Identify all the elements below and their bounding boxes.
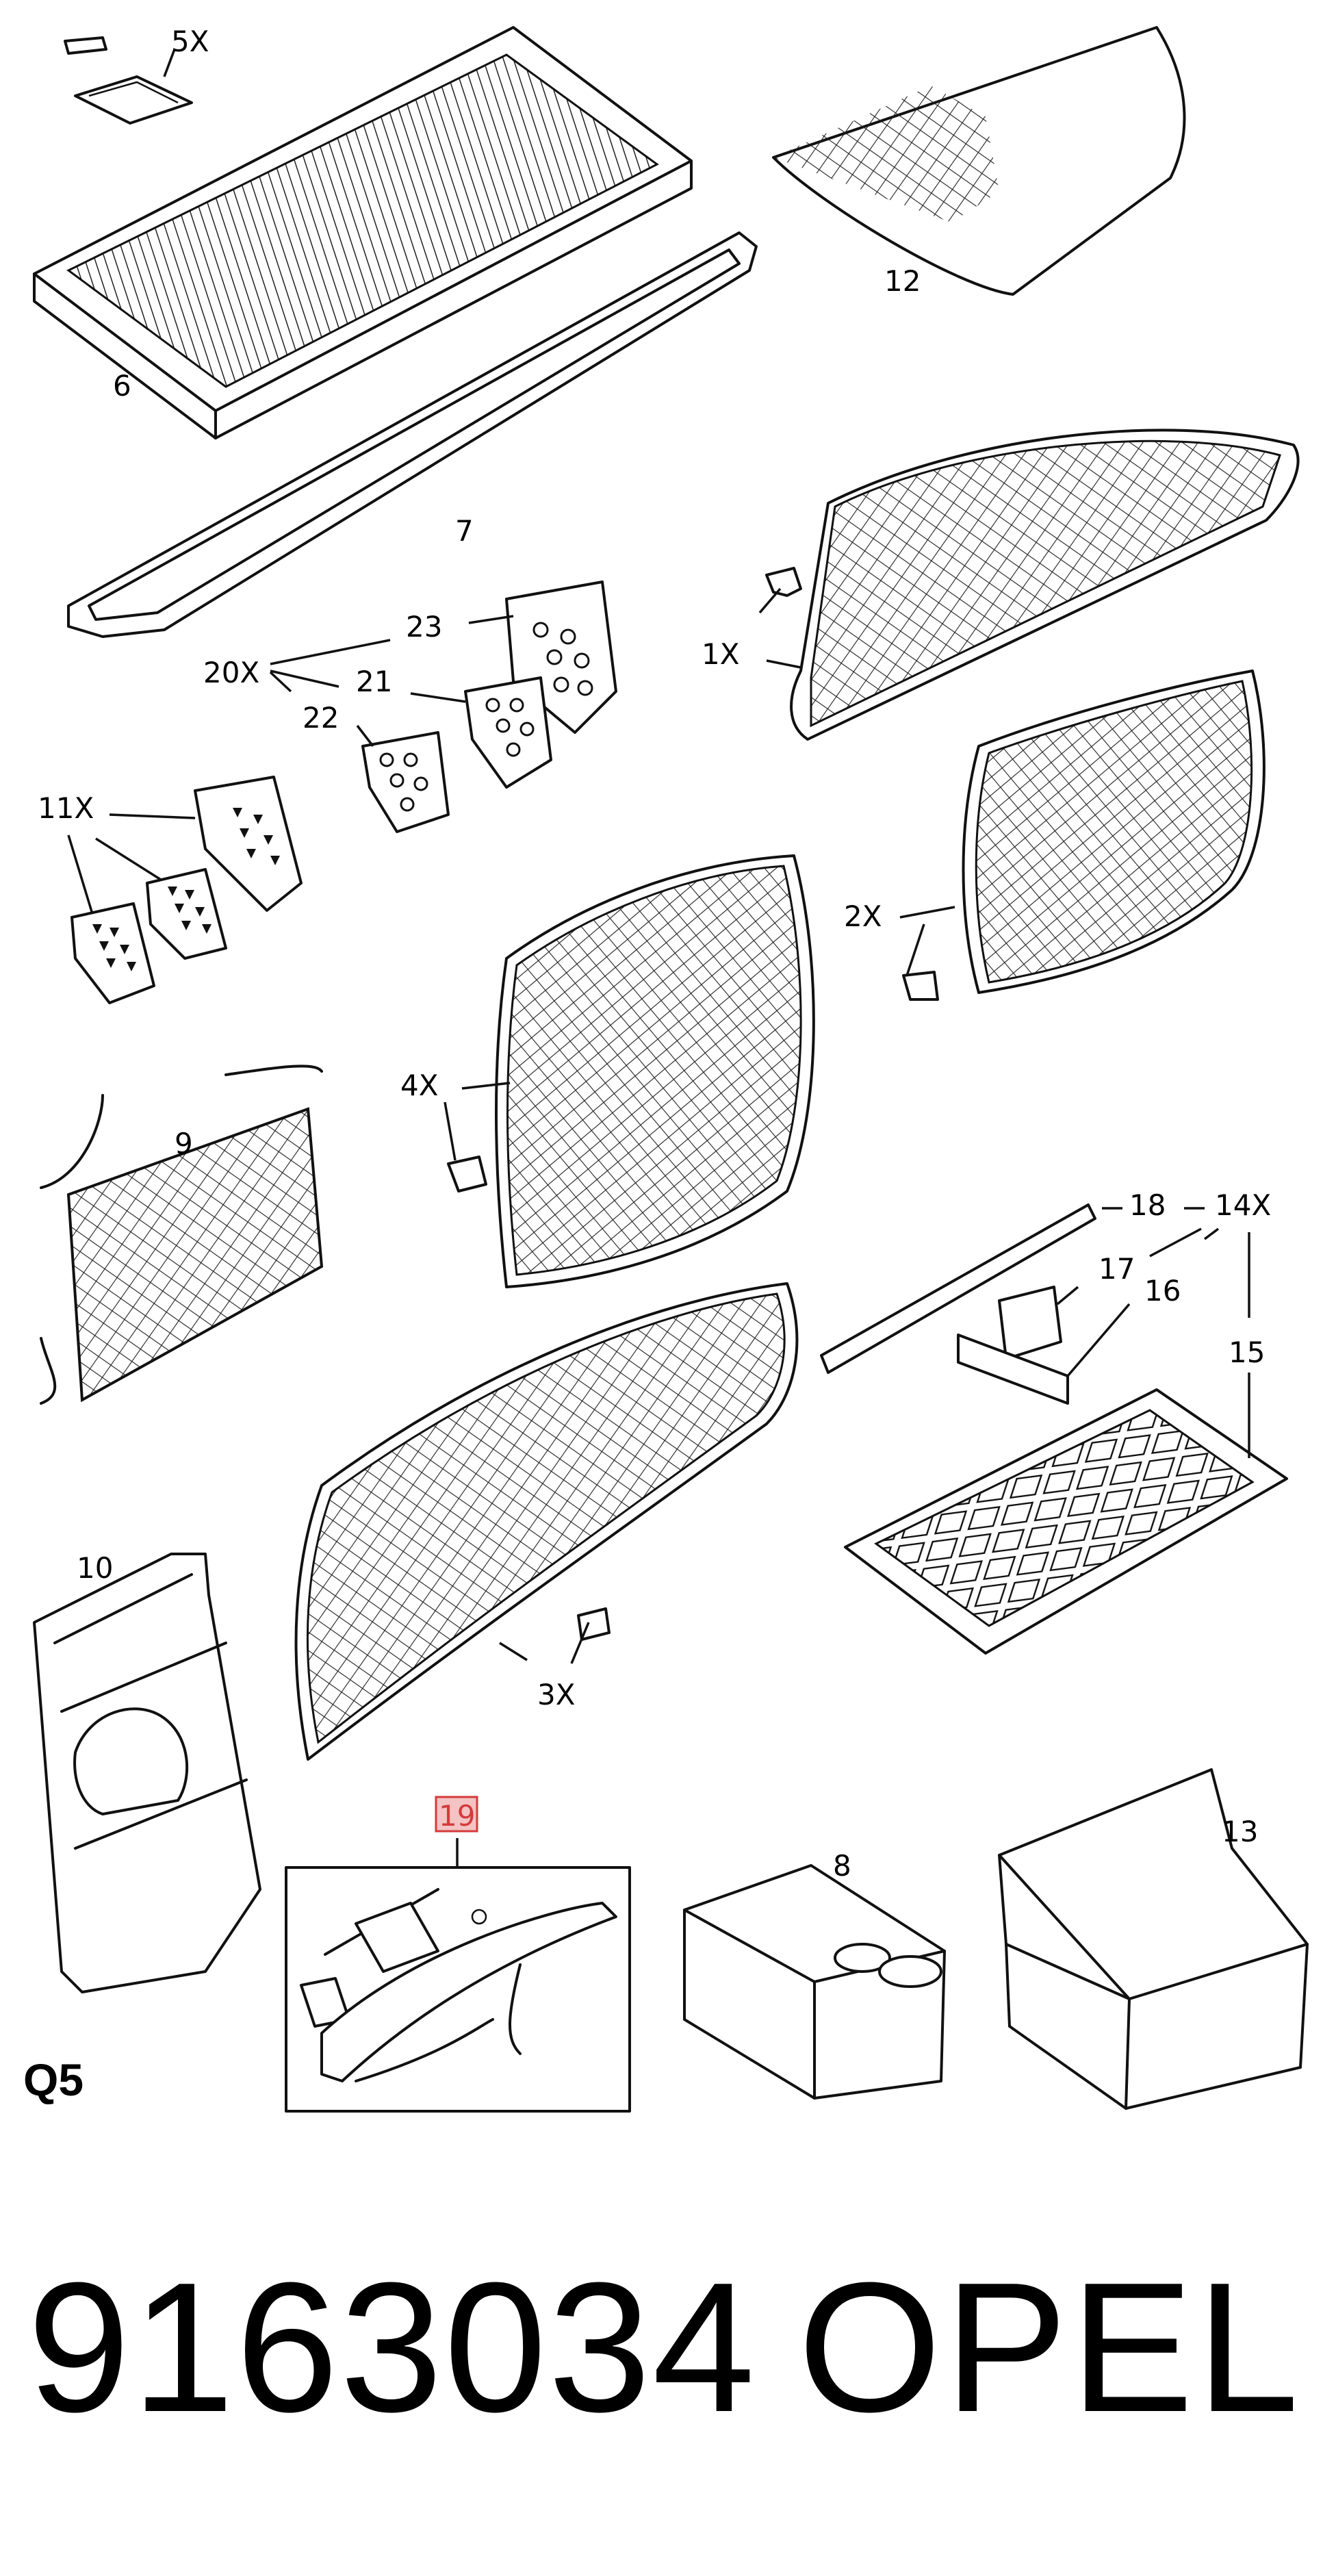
callout-11x: 11X — [38, 791, 94, 825]
callout-22: 22 — [303, 701, 339, 735]
callout-6: 6 — [113, 369, 131, 403]
callout-16: 16 — [1144, 1274, 1181, 1308]
callout-10: 10 — [77, 1551, 113, 1585]
part-pedals-set — [361, 581, 617, 833]
callout-19-highlight — [435, 1796, 478, 1833]
part-number: 9163034 — [27, 2245, 757, 2451]
callout-14x: 14X — [1215, 1188, 1271, 1222]
part-6-cargo-tray — [33, 26, 693, 439]
part-15-cargo-organizer — [820, 1203, 1288, 1655]
part-3x-net — [294, 1282, 799, 1761]
part-5x-clip — [64, 36, 193, 125]
callout-21: 21 — [356, 665, 392, 698]
callout-7: 7 — [455, 514, 474, 548]
callout-4x: 4X — [400, 1069, 439, 1102]
callout-15: 15 — [1229, 1336, 1265, 1369]
callout-1x: 1X — [702, 637, 740, 671]
part-8-console-box — [683, 1864, 946, 2100]
callout-9: 9 — [175, 1127, 193, 1160]
callout-19: 19 — [439, 1799, 475, 1833]
part-13-bag — [998, 1768, 1309, 2110]
part-11x-sport-pedals — [70, 776, 303, 1004]
section-label: Q5 — [23, 2054, 84, 2105]
footer: 9163034 OPEL — [0, 2239, 1336, 2458]
callout-20x: 20X — [203, 656, 259, 689]
callout-8: 8 — [833, 1849, 851, 1883]
part-10-seat-organizer — [33, 1553, 261, 1993]
callout-5x: 5X — [171, 25, 209, 58]
parts-diagram: 5X 6 12 7 1X 23 20X 21 22 11X 2X 4X 9 18… — [33, 25, 1309, 2113]
callout-13: 13 — [1222, 1815, 1258, 1848]
part-4x-net — [447, 854, 815, 1288]
brand-name: OPEL — [797, 2245, 1302, 2451]
callout-23: 23 — [406, 610, 442, 643]
callout-18: 18 — [1129, 1188, 1166, 1222]
callout-2x: 2X — [844, 900, 882, 933]
callout-3x: 3X — [537, 1678, 576, 1711]
callout-17: 17 — [1099, 1252, 1135, 1286]
part-1x-net — [765, 429, 1300, 741]
callout-12: 12 — [884, 264, 921, 298]
part-7-parcel-shelf — [67, 231, 758, 638]
part-9-cargo-net — [40, 1064, 324, 1405]
part-12-mesh-sheet — [772, 26, 1186, 296]
leader-lines — [67, 49, 1250, 1867]
part-2x-net — [902, 669, 1266, 1001]
part-19-kit-box — [285, 1866, 631, 2113]
